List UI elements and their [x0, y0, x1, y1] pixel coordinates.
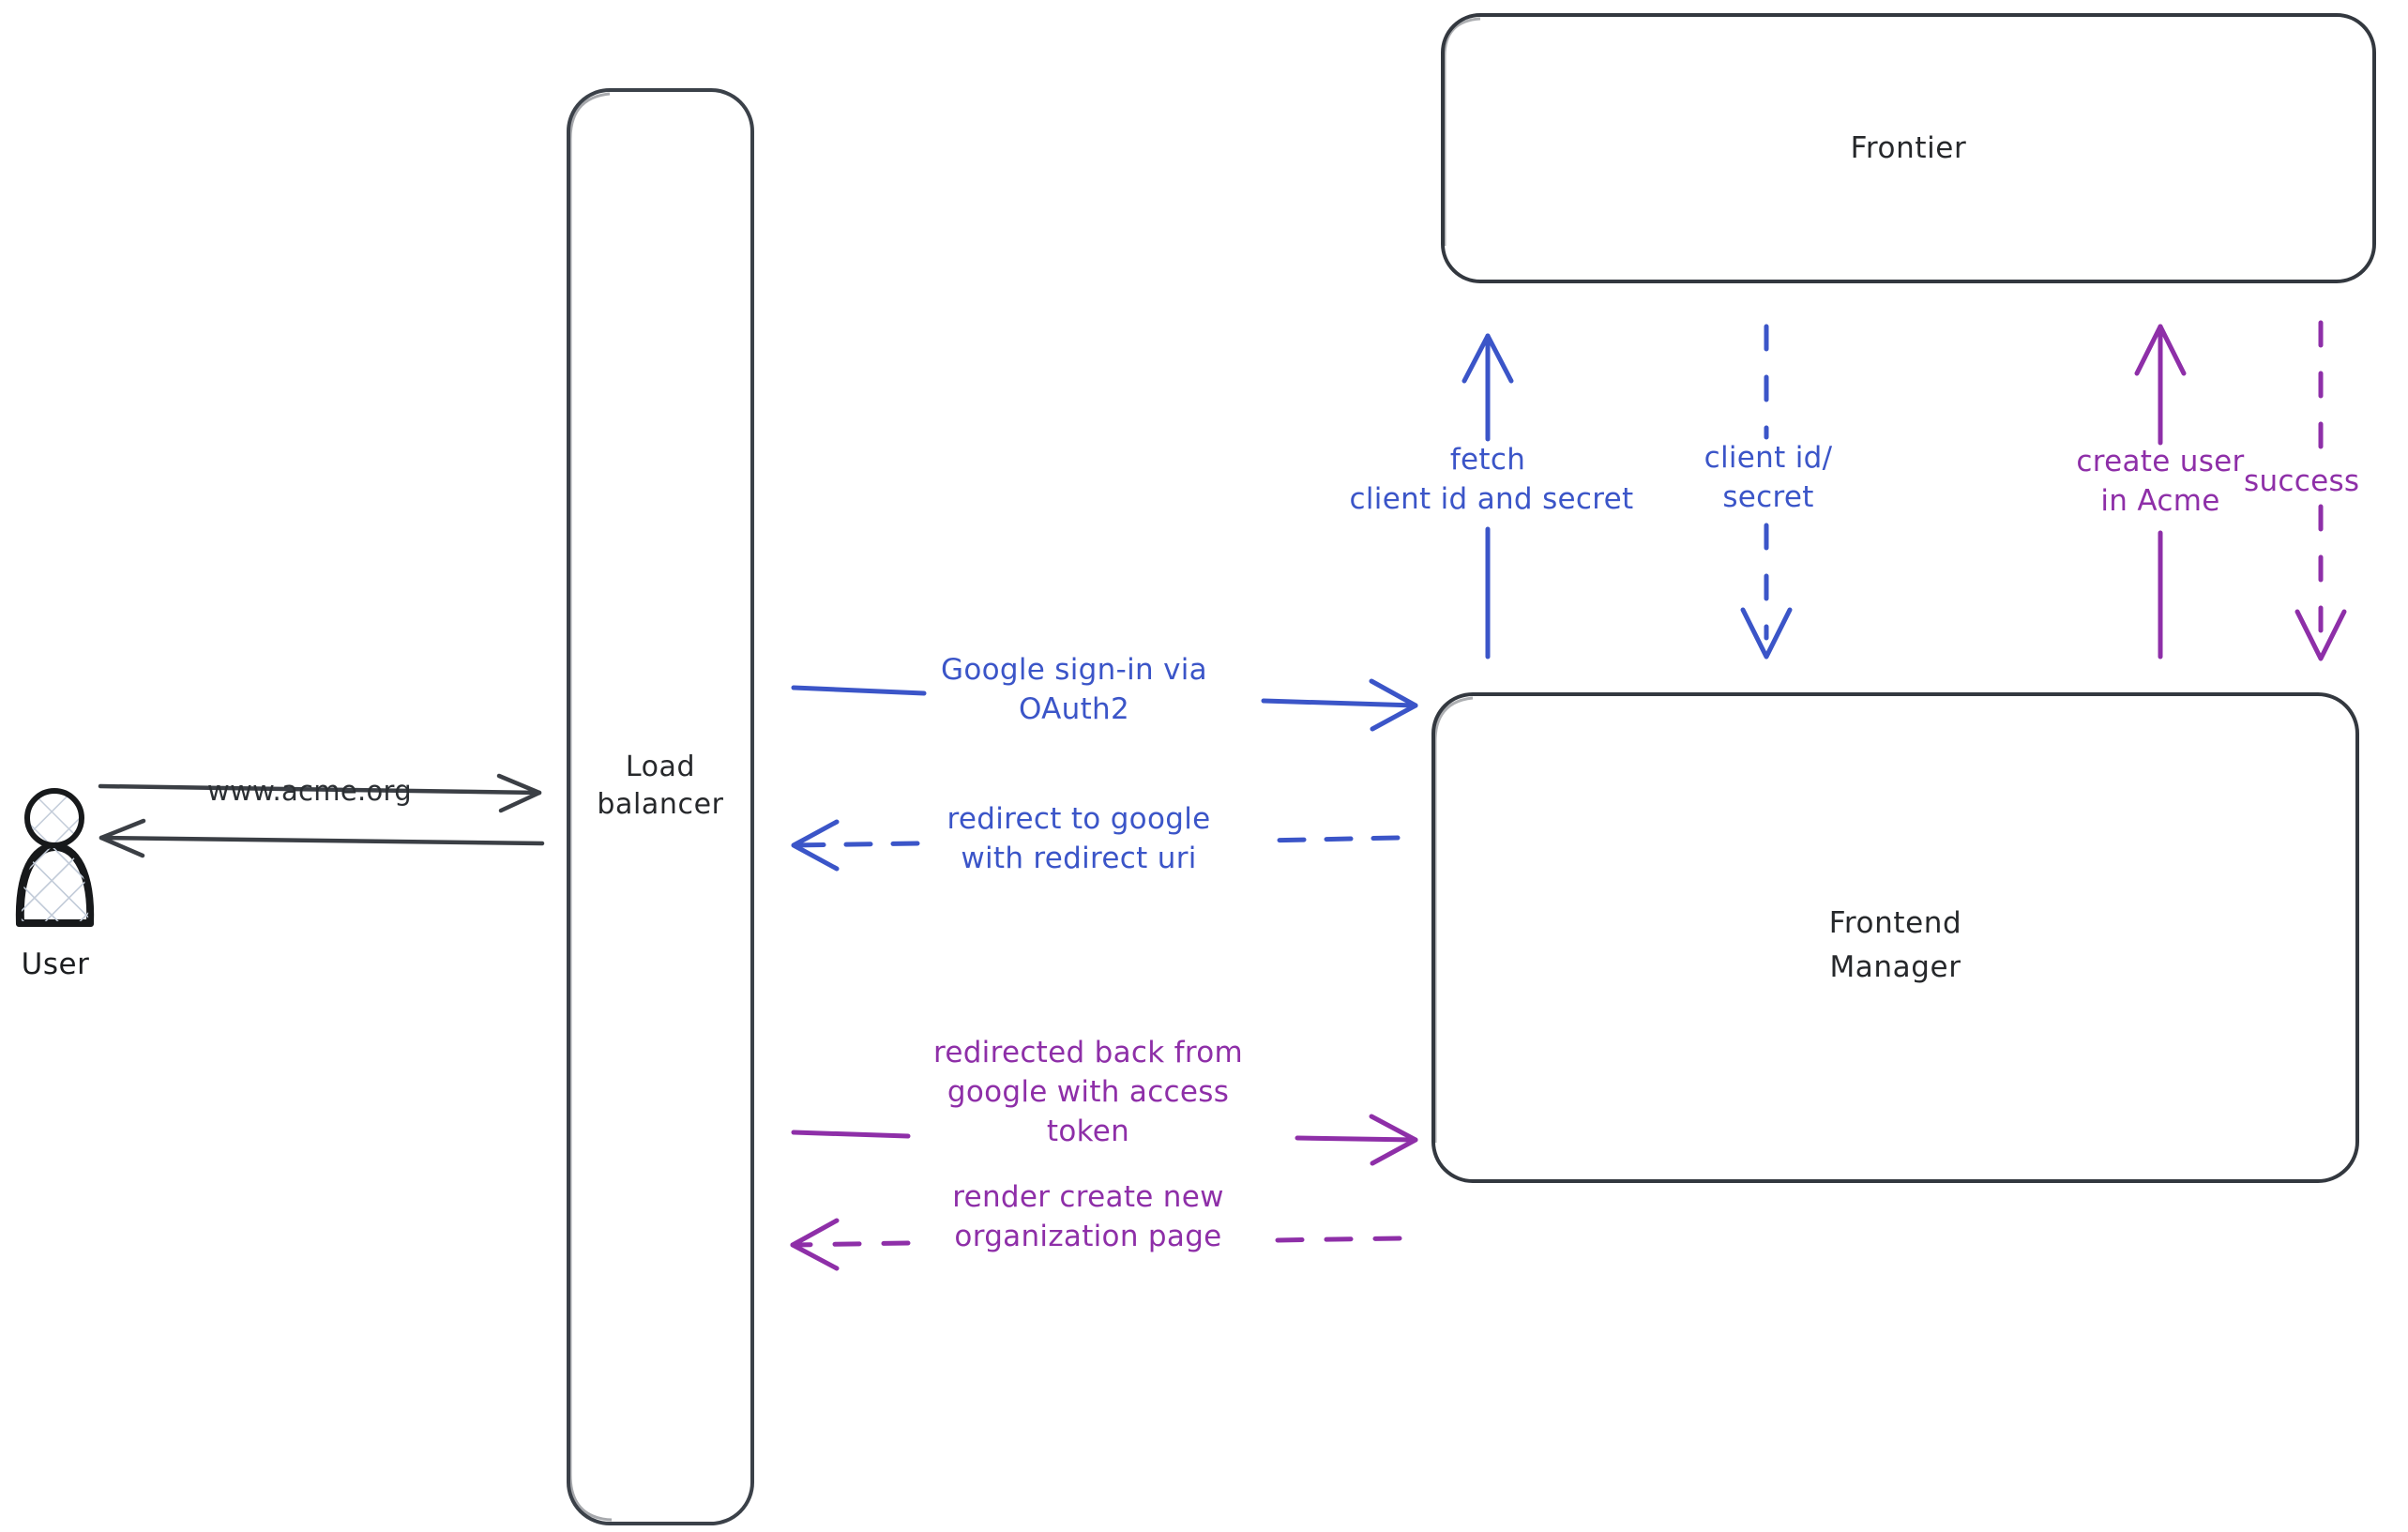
- node-load-balancer-shape[interactable]: [567, 88, 754, 1525]
- node-frontier-shape[interactable]: [1441, 13, 2376, 283]
- edge-fm-to-lb-redirect-arrow: [791, 819, 1401, 872]
- edge-lb-to-user: [98, 818, 545, 858]
- actor-user-icon: [15, 788, 95, 927]
- node-frontend-manager-shape[interactable]: [1431, 692, 2359, 1183]
- edge-frontier-to-fm-creds-arrow: [1740, 324, 1793, 660]
- edge-lb-to-fm-signin-arrow: [791, 678, 1418, 732]
- edge-lb-to-fm-token-arrow: [791, 1114, 1418, 1166]
- edge-user-to-lb: [98, 773, 542, 813]
- edge-fm-to-frontier-create-user-arrow: [2134, 324, 2187, 660]
- edge-fm-to-frontier-fetch-arrow: [1461, 333, 1514, 660]
- edge-fm-to-lb-render-arrow: [790, 1218, 1402, 1271]
- edge-frontier-to-fm-success-arrow: [2294, 320, 2347, 661]
